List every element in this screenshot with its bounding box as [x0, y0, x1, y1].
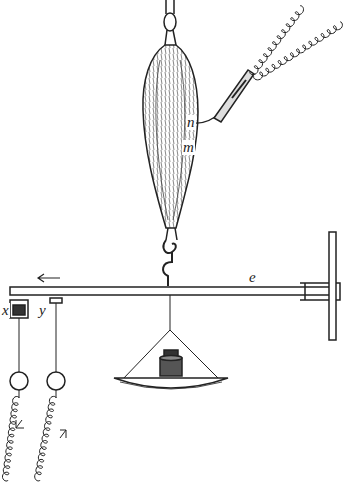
coiled-wire [254, 22, 343, 80]
direction-arrow [38, 274, 60, 282]
electrode-holder [214, 70, 254, 122]
coiled-wire [35, 396, 56, 481]
coiled-wire [250, 6, 304, 75]
hook-lower [163, 252, 172, 286]
coiled-wire [3, 397, 20, 482]
nerve-label: n [186, 115, 196, 130]
wire [19, 303, 56, 372]
stand-post [329, 232, 336, 340]
current-arrow [60, 430, 66, 438]
electrode-band [232, 80, 246, 98]
binding-post [10, 372, 28, 390]
wire [19, 390, 56, 398]
tendon-top [164, 13, 176, 31]
tendon-lower [166, 228, 177, 240]
lever-label: e [248, 270, 257, 285]
muscle-shading [156, 60, 185, 220]
mercury [13, 305, 25, 315]
contact-label: x [1, 303, 10, 318]
clamp-rod [166, 0, 174, 14]
muscle [143, 45, 198, 228]
pan-rim [120, 382, 222, 389]
weight-top [160, 356, 182, 361]
muscle-label: m [182, 140, 195, 155]
current-arrow [16, 420, 24, 428]
tendon [165, 30, 176, 45]
binding-post [47, 372, 65, 390]
hook-upper [164, 240, 176, 253]
contact-point [50, 298, 62, 303]
scale-pan [114, 378, 228, 388]
pan-strings [122, 295, 220, 380]
lever [10, 287, 330, 295]
mercury-cup [10, 300, 28, 318]
contact-label: y [38, 303, 47, 318]
